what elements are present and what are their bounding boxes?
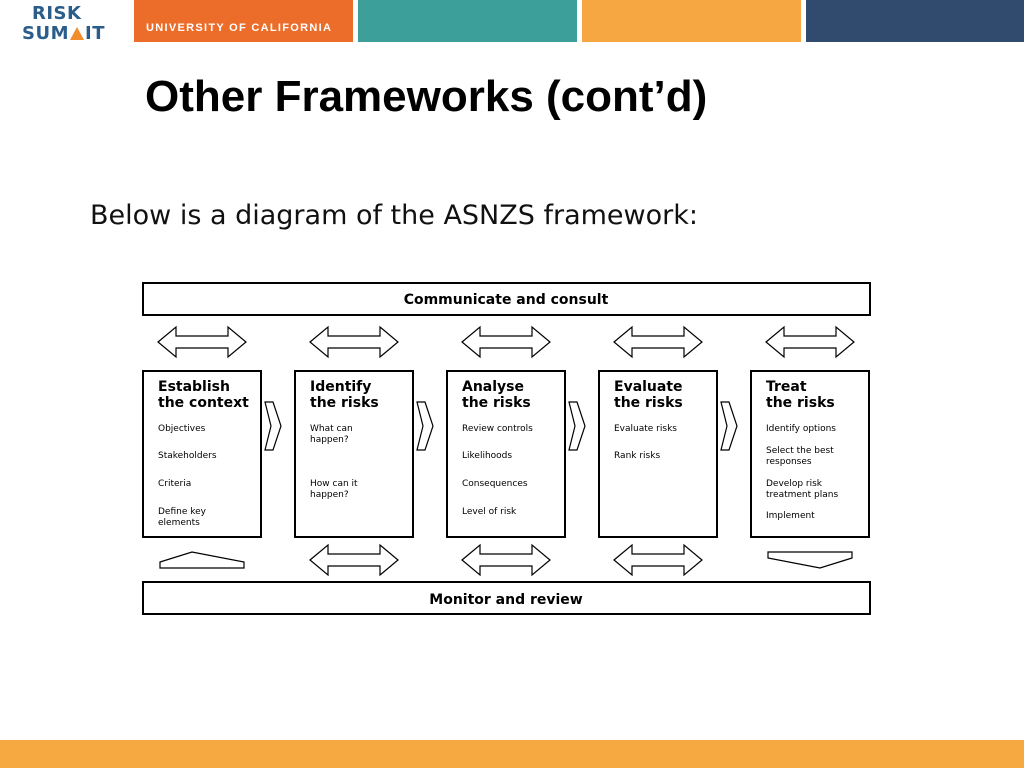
step-item: happen? (310, 490, 349, 500)
step-title-line: Establish (158, 379, 230, 395)
step-item: Review controls (462, 424, 533, 434)
monitor-arrow (613, 543, 703, 577)
step-item: Evaluate risks (614, 424, 677, 434)
monitor-review-bar (142, 581, 871, 615)
gold-band (582, 0, 801, 42)
university-name: UNIVERSITY OF CALIFORNIA (146, 22, 333, 34)
process-arrow (264, 401, 282, 451)
monitor-arrow (309, 543, 399, 577)
footer-band (0, 740, 1024, 768)
step-item: Level of risk (462, 507, 517, 517)
process-arrow (568, 401, 586, 451)
slide-subtitle: Below is a diagram of the ASNZS framewor… (90, 200, 698, 231)
logo-line-2: SUM IT (22, 24, 105, 44)
communicate-consult-label: Communicate and consult (404, 292, 609, 308)
process-arrow (720, 401, 738, 451)
slide-header: RISK SUM IT UNIVERSITY OF CALIFORNIA (0, 0, 1024, 44)
step-box (446, 370, 566, 538)
step-title-line: the context (158, 395, 249, 411)
process-arrow (416, 401, 434, 451)
step-title-line: the risks (766, 395, 835, 411)
monitor-review-label: Monitor and review (429, 592, 583, 608)
summit-triangle-icon (70, 27, 84, 40)
step-item: Define key (158, 507, 207, 517)
step-item: What can (310, 424, 353, 434)
logo-line-1: RISK (32, 3, 82, 24)
step-item: Rank risks (614, 451, 660, 461)
step-title-line: the risks (614, 395, 683, 411)
step-item: Implement (766, 511, 815, 521)
monitor-arrow (159, 551, 245, 569)
step-title-line: the risks (310, 395, 379, 411)
slide-title: Other Frameworks (cont’d) (145, 72, 708, 121)
consult-arrow (613, 325, 703, 359)
step-item: happen? (310, 435, 349, 445)
logo-line-2-start: SUM (22, 23, 69, 44)
consult-arrow (461, 325, 551, 359)
step-item: elements (158, 518, 200, 528)
monitor-arrow (767, 551, 853, 569)
step-title-line: Evaluate (614, 379, 683, 395)
step-item: Stakeholders (158, 451, 217, 461)
step-title-line: the risks (462, 395, 531, 411)
consult-arrow (765, 325, 855, 359)
step-item: Objectives (158, 424, 206, 434)
step-title-line: Treat (766, 379, 807, 395)
university-band: UNIVERSITY OF CALIFORNIA (134, 0, 353, 42)
step-box (750, 370, 870, 538)
monitor-arrow (461, 543, 551, 577)
step-item: How can it (310, 479, 358, 489)
step-box (598, 370, 718, 538)
step-box (294, 370, 414, 538)
step-box (142, 370, 262, 538)
step-item: Likelihoods (462, 451, 512, 461)
step-title-line: Identify (310, 379, 371, 395)
step-item: responses (766, 457, 812, 467)
teal-band (358, 0, 577, 42)
step-item: Criteria (158, 479, 191, 489)
step-title-line: Analyse (462, 379, 524, 395)
risk-summit-logo: RISK SUM IT (22, 4, 122, 44)
step-item: treatment plans (766, 490, 838, 500)
step-item: Consequences (462, 479, 528, 489)
step-item: Develop risk (766, 479, 823, 489)
consult-arrow (157, 325, 247, 359)
step-item: Select the best (766, 446, 834, 456)
logo-line-2-end: IT (85, 23, 105, 44)
navy-band (806, 0, 1024, 42)
communicate-consult-bar (142, 282, 871, 316)
consult-arrow (309, 325, 399, 359)
step-item: Identify options (766, 424, 836, 434)
